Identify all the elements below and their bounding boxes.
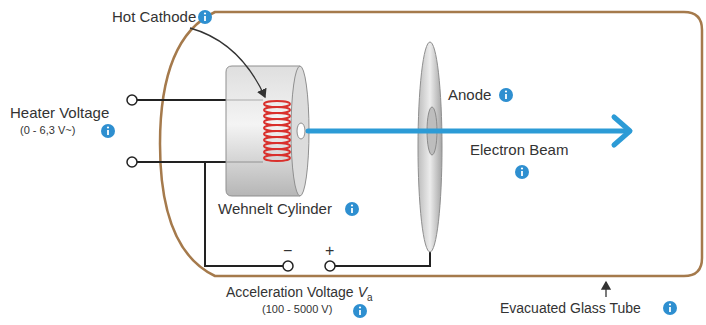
- symbol-label: V: [358, 284, 367, 300]
- polarity-sign: −: [283, 242, 292, 260]
- glass-tube-outline: [160, 12, 702, 276]
- part-label: Hot Cathode: [112, 8, 196, 25]
- info-icons: [101, 10, 677, 318]
- electron-beam-arrow: [308, 117, 630, 145]
- part-label: Heater Voltage: [10, 104, 109, 121]
- leader-arrow: [605, 282, 606, 297]
- leader-arrow: [190, 28, 265, 97]
- part-label: Anode: [448, 86, 491, 103]
- range-label: (0 - 6,3 V~): [20, 124, 75, 137]
- range-label: (100 - 5000 V): [262, 303, 332, 316]
- polarity-sign: +: [325, 242, 334, 260]
- part-label: Wehnelt Cylinder: [218, 200, 332, 217]
- anode-disc: [418, 42, 442, 252]
- subscript-label: a: [367, 292, 373, 304]
- cathode-coil: [264, 101, 290, 161]
- part-label: Acceleration Voltage: [226, 284, 354, 300]
- wehnelt-cylinder: [226, 66, 309, 196]
- part-label: Evacuated Glass Tube: [500, 300, 641, 316]
- part-label: Electron Beam: [470, 141, 568, 158]
